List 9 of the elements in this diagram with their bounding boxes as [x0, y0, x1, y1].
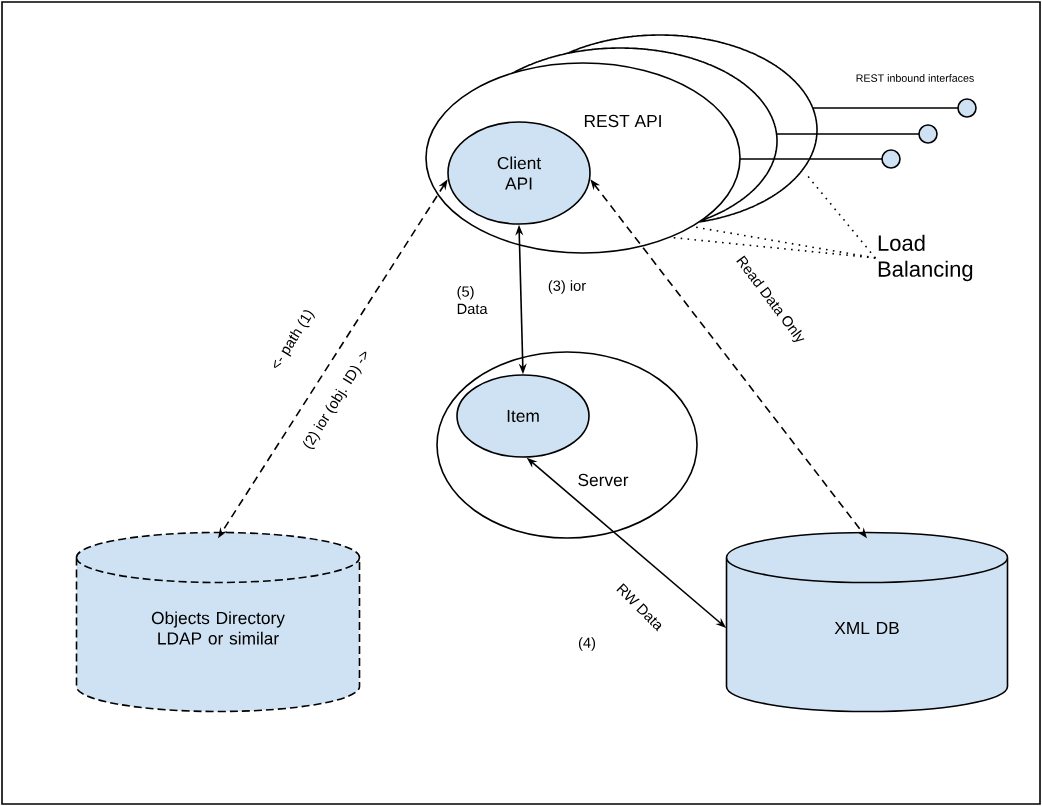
- database-cylinder: XML DB: [725, 531, 1009, 713]
- direction-label: (2) ior (obj. ID) ->: [303, 351, 367, 449]
- step-number: (4): [578, 637, 596, 651]
- directory-cylinder: Objects Directory LDAP or similar: [75, 531, 361, 713]
- leader-line: [805, 173, 877, 259]
- step-label: (5) Data: [457, 285, 488, 315]
- interface-label: REST inbound interfaces: [856, 74, 974, 82]
- edge-label: (3) ior: [548, 280, 586, 294]
- load-balancing-text: Load Balancing: [878, 234, 973, 282]
